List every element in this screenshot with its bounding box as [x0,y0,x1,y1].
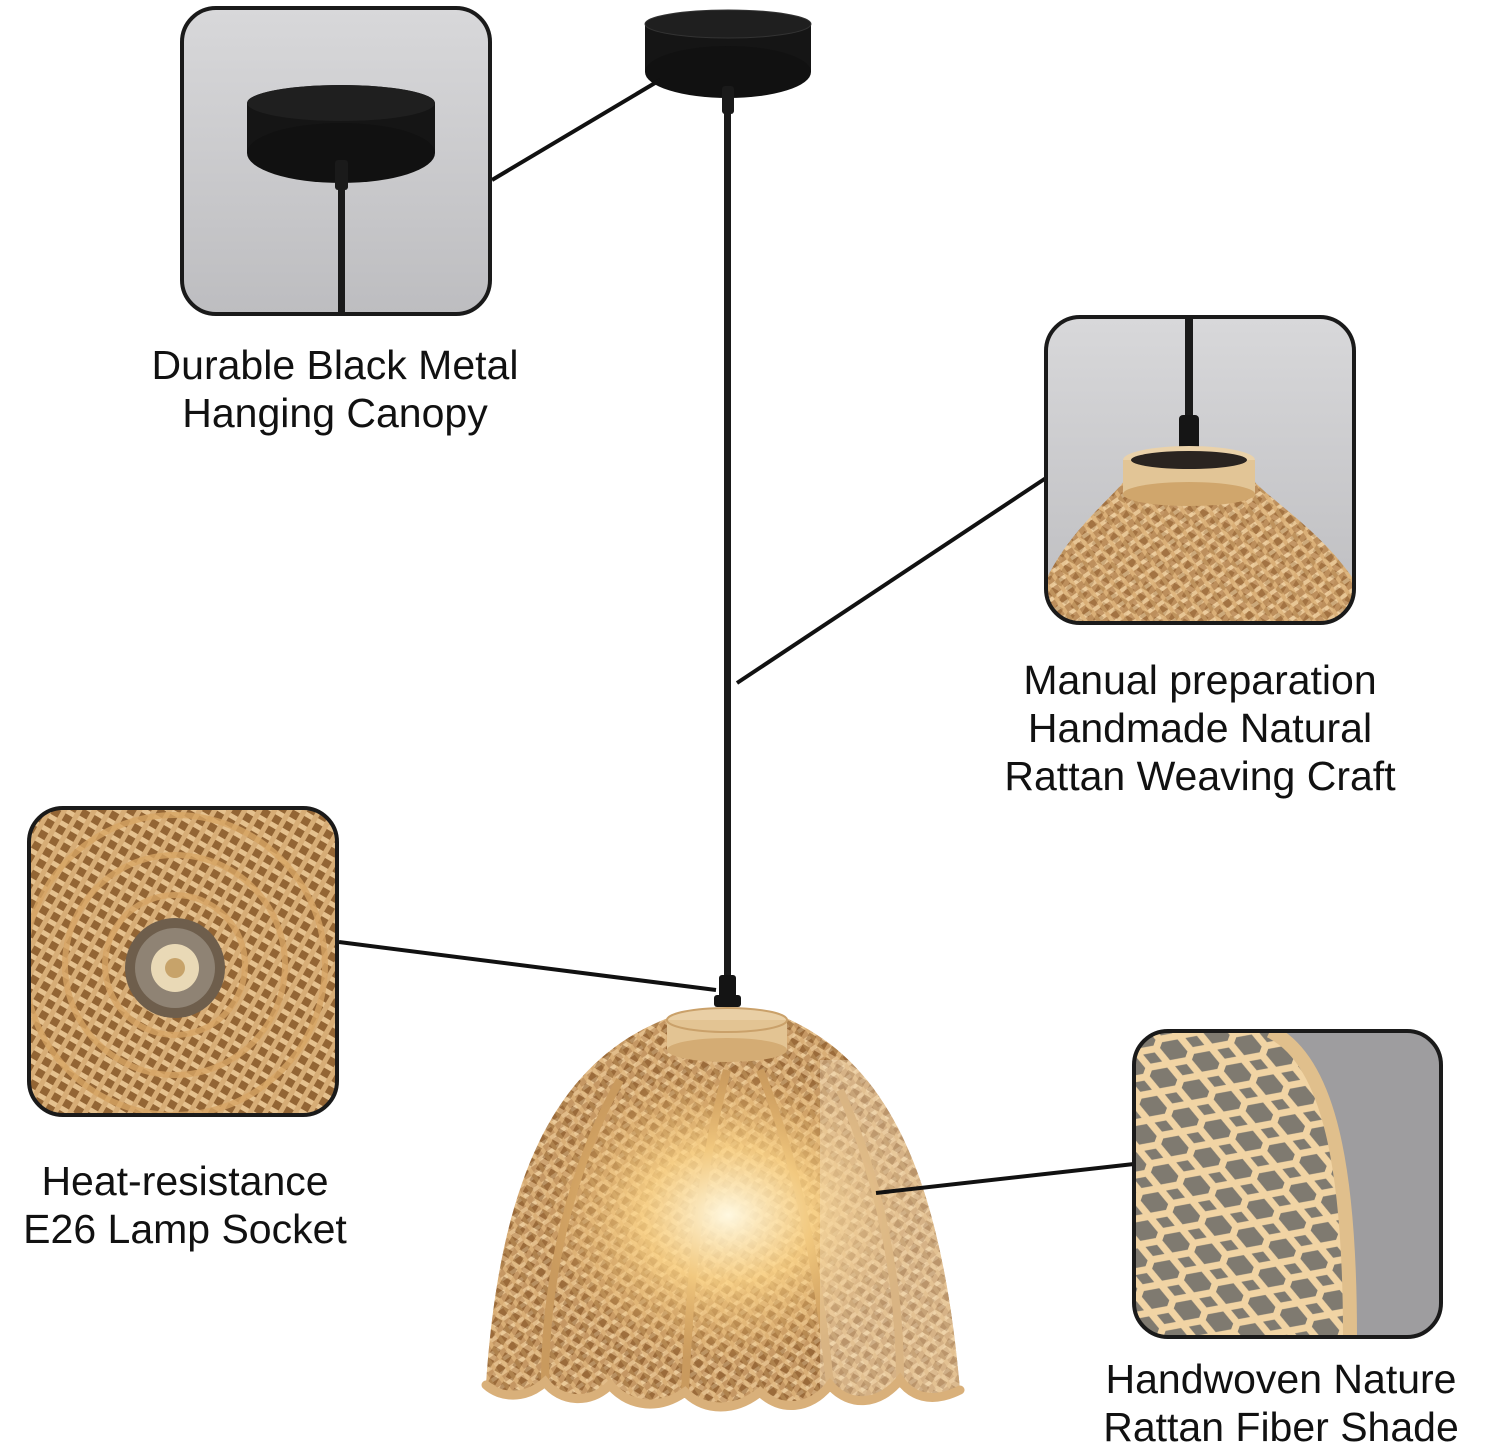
canopy-caption: Durable Black Metal Hanging Canopy [110,341,560,437]
shade-caption-line1: Handwoven Nature [1105,1356,1457,1402]
leader-line-canopy [490,78,662,182]
socket-closeup-inset [27,806,339,1117]
canopy-closeup-inset [180,6,492,316]
pendant-lamp [481,9,965,1412]
shade-texture-closeup-inset [1132,1029,1443,1339]
weave-caption: Manual preparation Handmade Natural Ratt… [960,656,1440,800]
leader-line-weave [735,476,1048,685]
leader-lines [338,78,1135,1195]
leader-line-socket [338,940,717,992]
weave-caption-line1: Manual preparation [1023,657,1377,703]
shade-caption: Handwoven Nature Rattan Fiber Shade [1075,1355,1487,1451]
leader-line-shade [875,1162,1135,1195]
weave-caption-line2: Handmade Natural [1027,705,1373,751]
shade-top-closeup-inset [1044,315,1356,625]
weave-caption-line3: Rattan Weaving Craft [1004,753,1396,799]
rattan-shade [481,1007,965,1412]
socket-caption-line2: E26 Lamp Socket [23,1206,347,1252]
shade-caption-line2: Rattan Fiber Shade [1103,1404,1459,1450]
power-cord [724,110,731,980]
canopy-caption-line2: Hanging Canopy [182,390,488,436]
socket-caption-line1: Heat-resistance [41,1158,329,1204]
ceiling-canopy [644,9,812,114]
canopy-caption-line1: Durable Black Metal [151,342,519,388]
socket-caption: Heat-resistance E26 Lamp Socket [0,1157,370,1253]
